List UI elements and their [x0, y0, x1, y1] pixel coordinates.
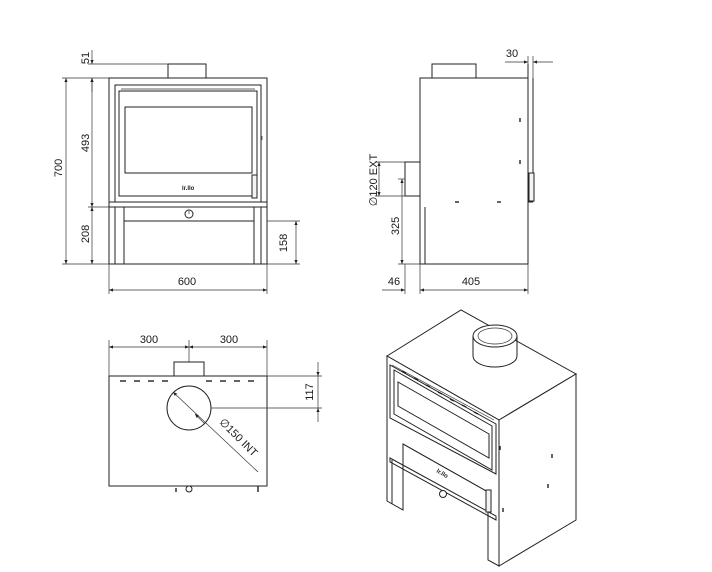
top-knob	[185, 485, 193, 493]
dim-total-height-label: 700	[53, 159, 65, 177]
side-flue-collar	[431, 63, 477, 79]
front-base-panel	[123, 206, 255, 222]
front-flue-collar	[167, 63, 207, 79]
dim-flue-depth-label: 46	[388, 276, 400, 288]
side-door-handle	[528, 172, 535, 202]
dim-width-label: 600	[178, 276, 196, 288]
isometric-view: lr.llo	[386, 309, 578, 567]
iso-door-frame	[389, 364, 497, 475]
dim-left-half-label: 300	[140, 334, 158, 346]
front-body-outline	[108, 77, 268, 265]
iso-glass	[397, 381, 490, 459]
dim-flue-offset-label: 30	[506, 48, 518, 60]
top-view: 300 300 117 ∅150 INT	[108, 334, 322, 493]
dim-top-label: 51	[80, 52, 92, 64]
iso-brand-logo: lr.llo	[435, 469, 449, 481]
dim-depth-label: 405	[462, 276, 480, 288]
dim-leg-label: 158	[278, 234, 290, 252]
side-body-outline	[419, 77, 529, 265]
iso-vent-slots	[401, 370, 479, 415]
dim-base-label: 208	[80, 225, 92, 243]
iso-side-face	[498, 373, 577, 567]
side-rear-flue-spigot	[404, 161, 421, 197]
iso-ash-lip	[389, 457, 497, 521]
dim-flue-ext-label: ∅120 EXT	[368, 154, 380, 207]
dim-right-half-label: 300	[220, 334, 238, 346]
iso-door-handle	[485, 489, 492, 513]
dim-door-label: 493	[80, 134, 92, 152]
dim-flue-from-back-label: 117	[304, 383, 316, 401]
front-door-handle	[251, 174, 258, 199]
dim-flue-height-label: 325	[390, 217, 402, 235]
iso-door	[393, 369, 493, 471]
iso-air-control-knob	[439, 490, 447, 498]
front-view: lr.llo 51 700 493 208 158	[53, 50, 300, 294]
front-glass	[124, 106, 253, 174]
front-door	[118, 90, 258, 197]
top-flue-collar	[173, 361, 205, 377]
side-view: 30 ∅120 EXT 325 46 405	[368, 48, 553, 294]
front-brand-logo: lr.llo	[182, 186, 195, 192]
